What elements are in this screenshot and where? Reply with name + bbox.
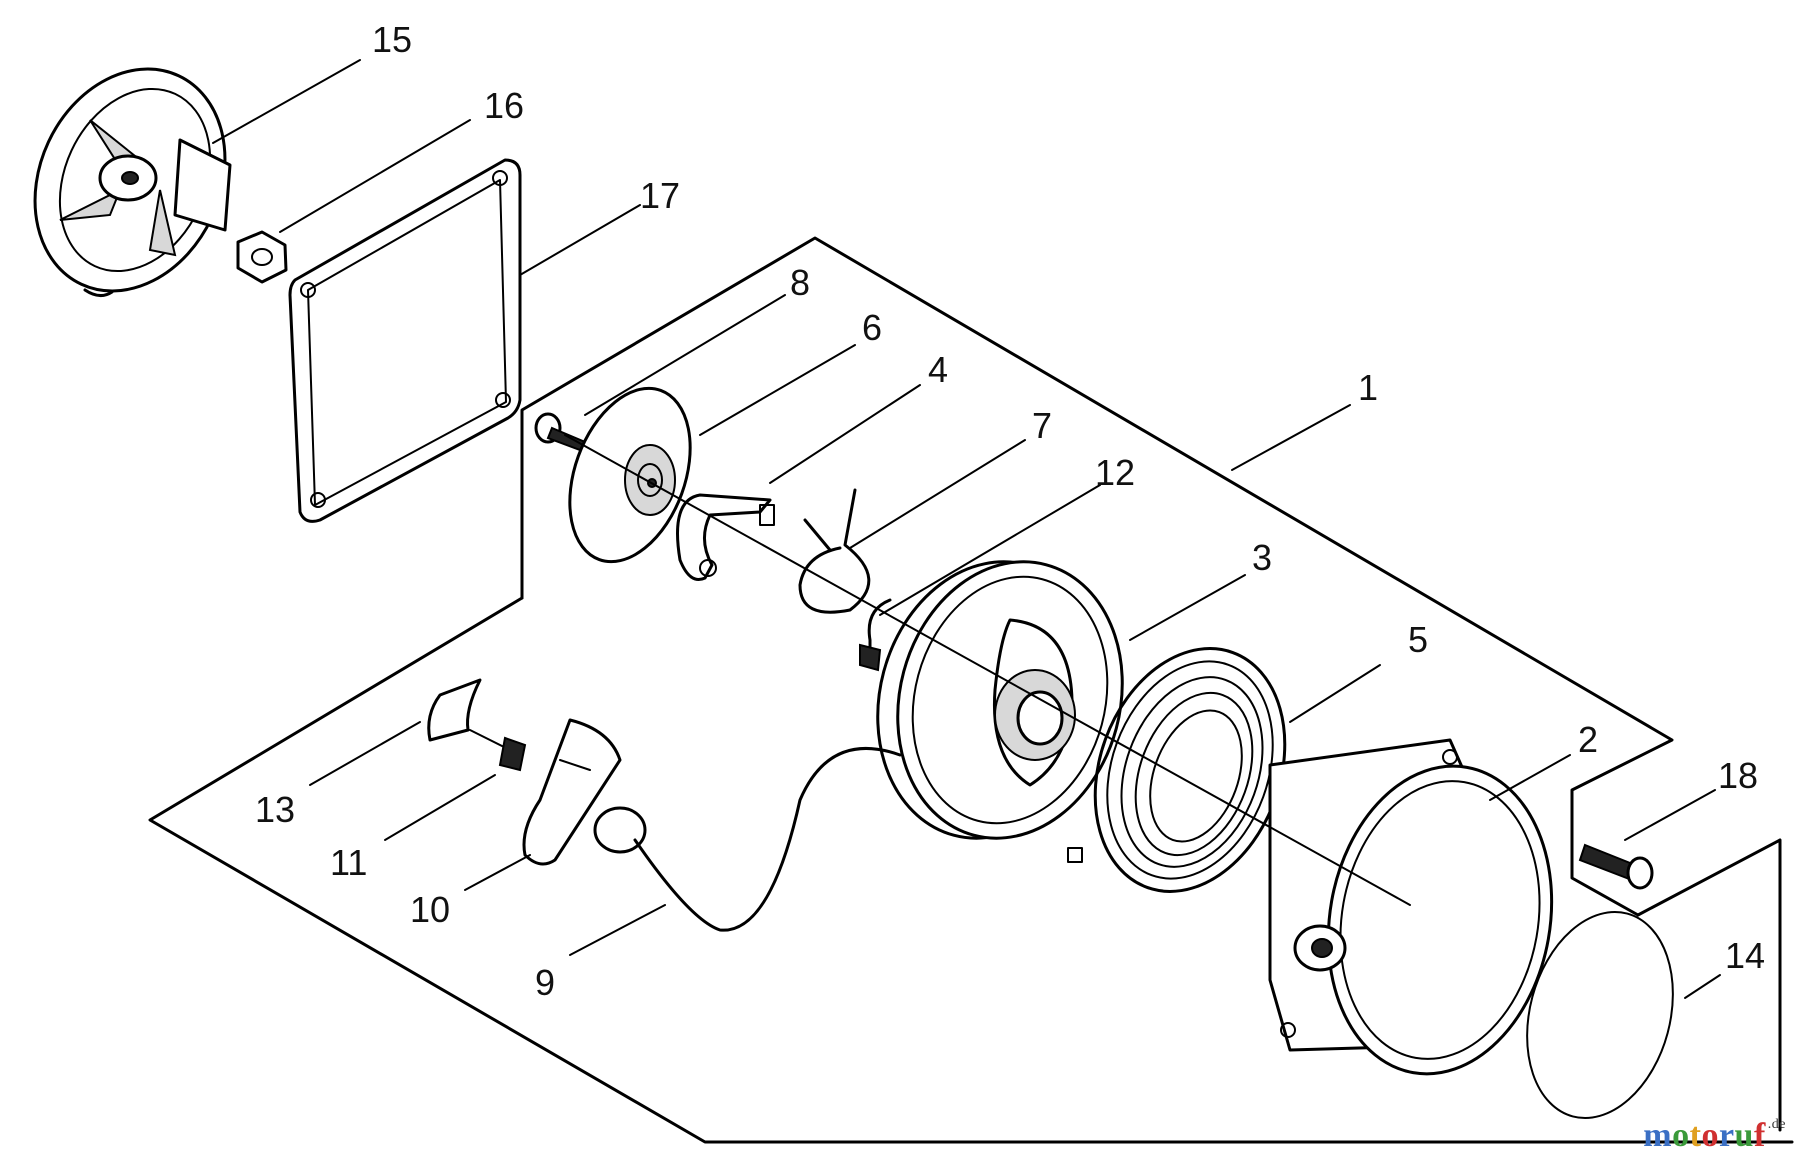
part-15-starter-cup — [33, 67, 232, 297]
callout-labels: 15 16 17 8 6 4 7 12 1 3 5 2 18 14 13 11 … — [255, 19, 1765, 1003]
part-8-screw — [534, 412, 587, 452]
callout-15: 15 — [372, 19, 412, 60]
callout-13: 13 — [255, 789, 295, 830]
assembly-frame — [148, 236, 1794, 1144]
callout-5: 5 — [1408, 619, 1428, 660]
callout-3: 3 — [1252, 537, 1272, 578]
watermark-letter: t — [1689, 1117, 1702, 1154]
watermark-letter: m — [1643, 1117, 1673, 1154]
watermark-letter: u — [1734, 1117, 1754, 1154]
part-3-reel — [876, 560, 1124, 840]
callout-1: 1 — [1358, 367, 1378, 408]
callout-18: 18 — [1718, 755, 1758, 796]
callout-14: 14 — [1725, 935, 1765, 976]
part-2-housing — [1268, 738, 1554, 1076]
watermark-text: motoruf — [1643, 1117, 1766, 1155]
part-7-spring — [798, 488, 871, 614]
watermark-letter: o — [1701, 1117, 1719, 1154]
part-4-pawl — [676, 493, 775, 581]
part-14-label — [1526, 910, 1674, 1120]
callout-7: 7 — [1032, 405, 1052, 446]
part-18-bolt — [1578, 843, 1654, 890]
watermark-letter: r — [1718, 1117, 1735, 1154]
callout-2: 2 — [1578, 719, 1598, 760]
callout-8: 8 — [790, 262, 810, 303]
part-11-pin — [469, 729, 527, 772]
callout-16: 16 — [484, 85, 524, 126]
callout-10: 10 — [410, 889, 450, 930]
watermark-tld: .de — [1767, 1117, 1786, 1132]
part-16-nut — [236, 230, 288, 284]
watermark-letter: f — [1753, 1117, 1766, 1154]
callout-6: 6 — [862, 307, 882, 348]
part-12-small-spring — [859, 598, 892, 672]
part-13-pad — [427, 678, 482, 742]
watermark-letter: o — [1672, 1117, 1690, 1154]
callout-12: 12 — [1095, 452, 1135, 493]
callout-17: 17 — [640, 175, 680, 216]
callout-9: 9 — [535, 962, 555, 1003]
part-9-rope — [633, 746, 902, 932]
callout-11: 11 — [330, 842, 367, 883]
leader-lines — [212, 59, 1721, 999]
part-10-handle — [522, 718, 647, 866]
watermark-logo: motoruf.de — [1643, 1117, 1786, 1155]
callout-4: 4 — [928, 349, 948, 390]
assembly-axis — [564, 434, 1411, 906]
part-6-plate — [568, 386, 692, 564]
part-17-gasket — [288, 158, 522, 523]
